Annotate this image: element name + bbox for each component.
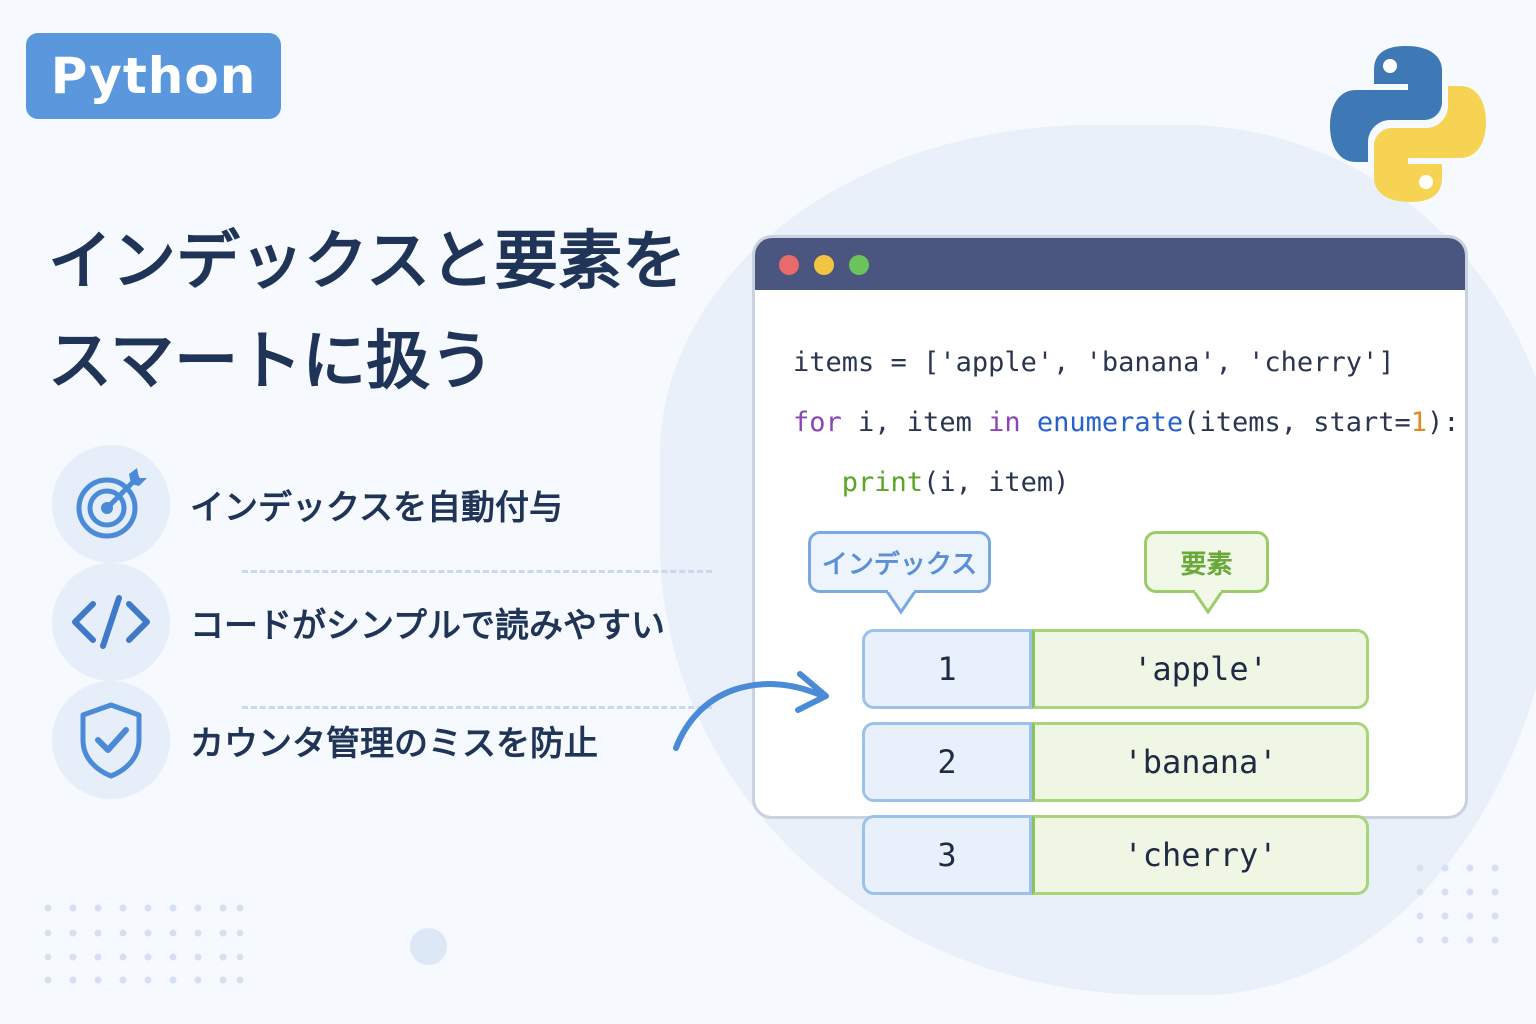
close-dot: [779, 255, 799, 275]
shield-check-icon: [52, 681, 170, 799]
feature-item: インデックスを自動付与: [52, 445, 672, 563]
title-line-1: インデックスと要素を: [48, 225, 687, 299]
dot-grid-decoration: [44, 904, 244, 984]
code-line-1: items = ['apple', 'banana', 'cherry']: [793, 347, 1395, 378]
curved-arrow-icon: [673, 671, 829, 751]
feature-list: インデックスを自動付与 コードがシンプルで読みやすい カウンタ管理のミスを防止: [52, 445, 712, 799]
table-row: 2 'banana': [862, 722, 1369, 802]
feature-item: カウンタ管理のミスを防止: [52, 681, 672, 799]
index-label: インデックス: [808, 531, 991, 593]
feature-text: カウンタ管理のミスを防止: [190, 723, 598, 764]
python-badge: Python: [26, 33, 281, 119]
index-cell: 1: [862, 629, 1032, 709]
value-cell: 'banana': [1032, 722, 1369, 802]
table-row: 1 'apple': [862, 629, 1369, 709]
value-cell: 'apple': [1032, 629, 1369, 709]
dot-grid-decoration: [1416, 864, 1499, 944]
element-label: 要素: [1144, 531, 1269, 593]
code-line-2: for i, item in enumerate(items, start=1)…: [793, 407, 1460, 438]
feature-item: コードがシンプルで読みやすい: [52, 563, 672, 681]
code-line-3: print(i, item): [841, 467, 1070, 498]
page-title: インデックスと要素を スマートに扱う: [48, 212, 728, 412]
python-logo-icon: [1330, 46, 1486, 202]
minimize-dot: [814, 255, 834, 275]
divider: [242, 570, 712, 573]
value-cell: 'cherry': [1032, 815, 1369, 895]
index-cell: 3: [862, 815, 1032, 895]
code-window: items = ['apple', 'banana', 'cherry'] for…: [752, 235, 1468, 819]
target-icon: [52, 445, 170, 563]
index-label-tail: [886, 590, 916, 615]
window-titlebar: [755, 238, 1465, 290]
element-label-tail: [1193, 590, 1223, 615]
title-line-2: スマートに扱う: [48, 325, 495, 399]
code-block: items = ['apple', 'banana', 'cherry'] for…: [793, 333, 1460, 513]
maximize-dot: [849, 255, 869, 275]
table-row: 3 'cherry': [862, 815, 1369, 895]
feature-text: インデックスを自動付与: [190, 487, 563, 528]
divider: [242, 706, 712, 709]
decorative-circle: [410, 928, 447, 965]
code-icon: [52, 563, 170, 681]
index-cell: 2: [862, 722, 1032, 802]
feature-text: コードがシンプルで読みやすい: [190, 605, 665, 646]
